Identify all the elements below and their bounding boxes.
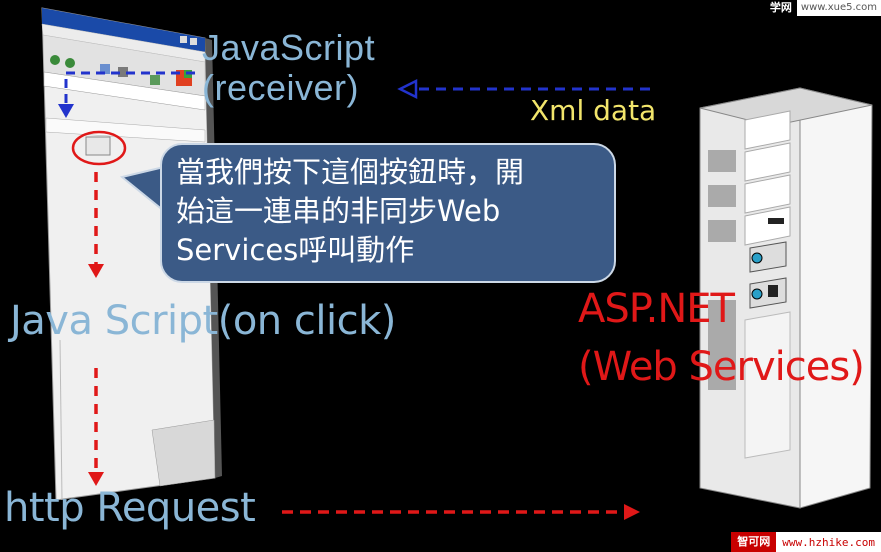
callout-line-3: Services呼叫動作 <box>176 233 415 267</box>
callout-bubble: 當我們按下這個按鈕時，開 始這一連串的非同步Web Services呼叫動作 <box>160 143 616 283</box>
watermark-bottom-url: www.hzhike.com <box>782 535 875 549</box>
receiver-arrow <box>64 71 195 110</box>
browser-button[interactable] <box>85 136 111 156</box>
server-icon <box>699 87 873 509</box>
aspnet-line-2: (Web Services) <box>578 344 865 390</box>
watermark-top-url: www.xue5.com <box>800 2 877 13</box>
javascript-onclick-label: Java Script(on click) <box>10 298 396 344</box>
watermark-top-brand: 学网 <box>764 0 797 16</box>
watermark-top: 学网 www.xue5.com <box>764 0 881 16</box>
aspnet-line-1: ASP.NET <box>578 286 735 332</box>
javascript-receiver-label: JavaScript (receiver) <box>202 28 375 108</box>
http-request-label: http Request <box>4 485 256 531</box>
button-highlight-circle <box>71 130 127 166</box>
watermark-bottom-brand: 智可网 <box>731 532 777 552</box>
callout-line-1: 當我們按下這個按鈕時，開 <box>176 155 525 189</box>
javascript-receiver-line-1: JavaScript <box>202 27 376 68</box>
watermark-bottom: 智可网 www.hzhike.com <box>731 532 881 552</box>
callout-line-2: 始這一連串的非同步Web <box>176 194 501 228</box>
xml-data-label: Xml data <box>530 94 657 127</box>
javascript-receiver-line-2: (receiver) <box>202 67 360 108</box>
aspnet-label: ASP.NET (Web Services) <box>578 280 865 396</box>
